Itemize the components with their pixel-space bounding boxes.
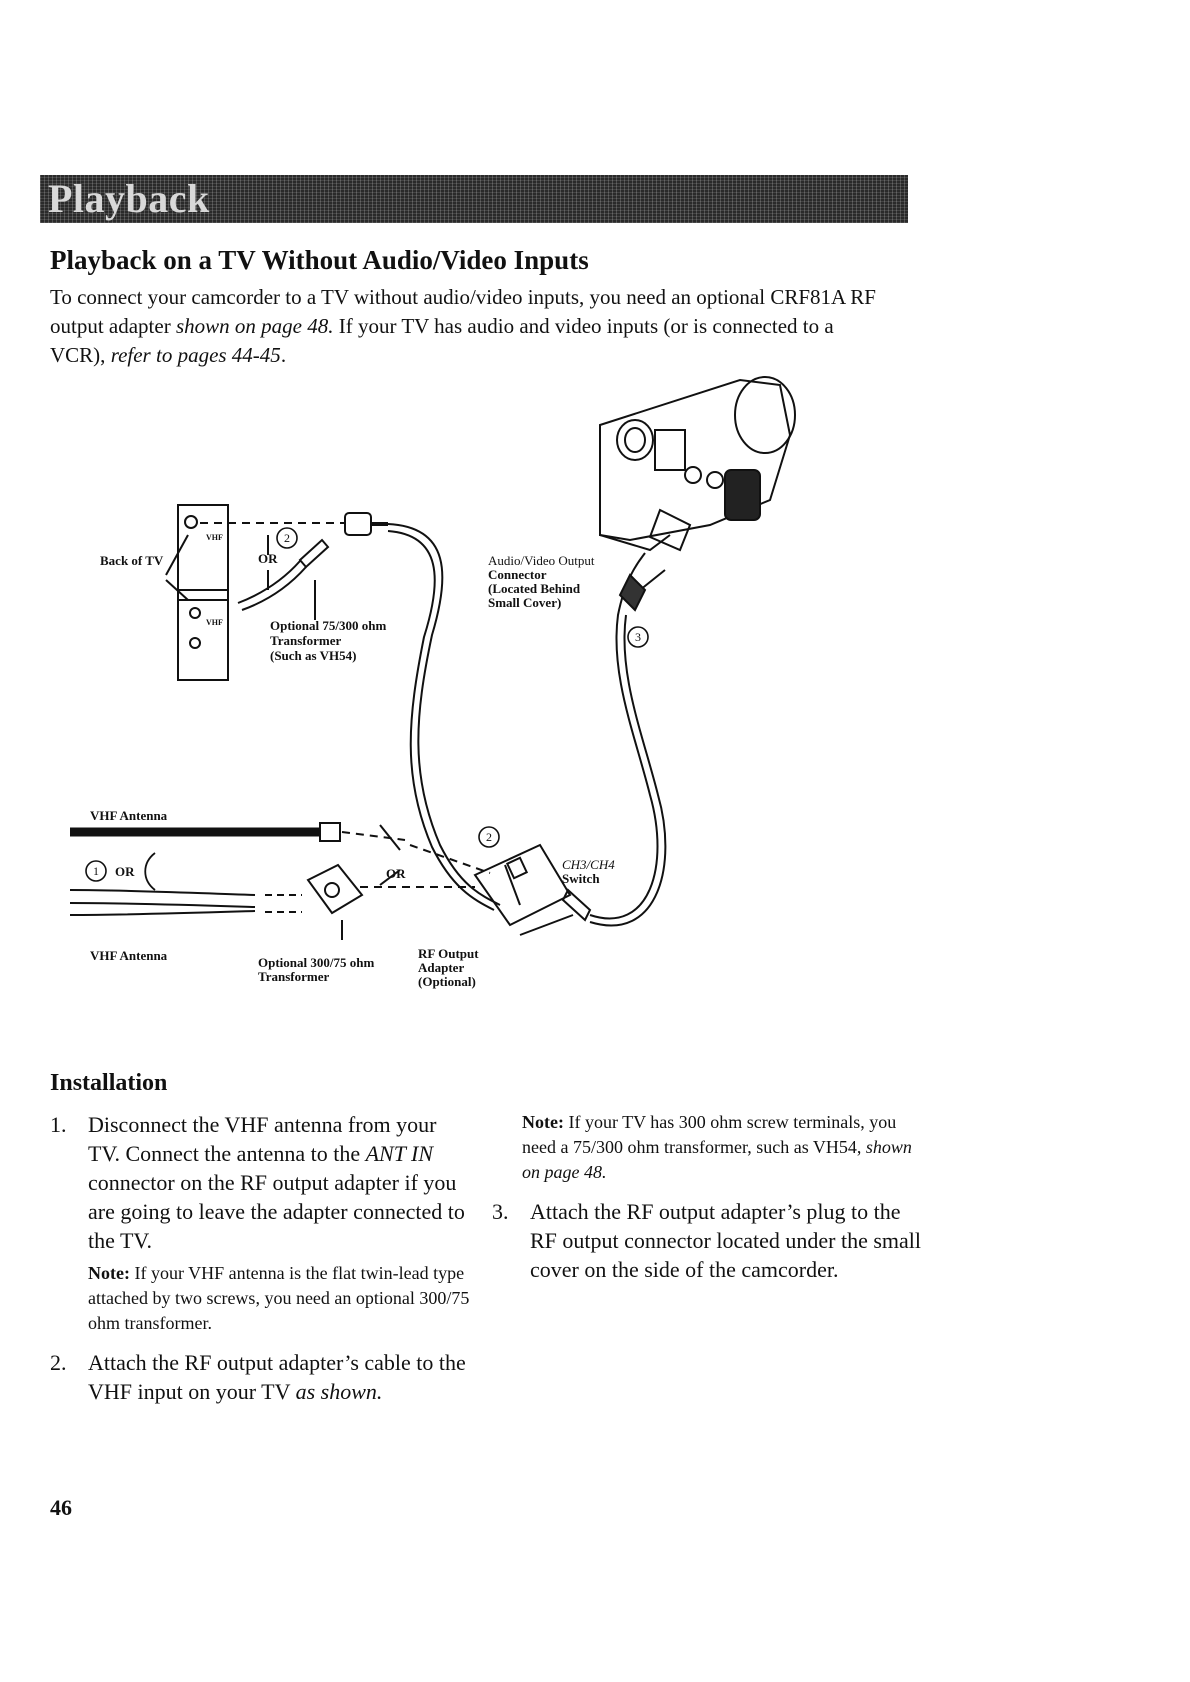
step-3-number: 3. <box>492 1199 509 1224</box>
transformer-top-label-2: Transformer <box>270 633 341 648</box>
installation-heading: Installation <box>50 1070 168 1096</box>
vhf-label-upper: VHF <box>206 533 223 542</box>
switch-label-2: Switch <box>562 871 600 886</box>
step-1-ant-in: ANT IN <box>365 1141 434 1166</box>
connection-diagram: 1 2 2 3 Back of TV VHF VHF OR OR OR Opti… <box>70 376 796 989</box>
vhf-coax-jack-icon <box>184 515 198 529</box>
transformer-300-75-icon <box>306 863 364 915</box>
intro-text-1: To connect your camcorder to a TV withou… <box>50 285 876 338</box>
rf-output-adapter-icon <box>473 843 572 927</box>
step-2-text-a: Attach the RF output adapter’s cable to … <box>88 1350 466 1404</box>
vhf-antenna-label-bottom: VHF Antenna <box>90 948 168 963</box>
intro-text-2: If your TV has audio and video inputs (o… <box>50 314 834 367</box>
vhf-label-lower: VHF <box>206 618 223 627</box>
av-output-label-2: Connector <box>488 567 547 582</box>
step-1-text-b: connector on the RF output adapter if yo… <box>88 1170 465 1253</box>
vhf-screw-terminal-icon <box>189 607 201 619</box>
intro-ref-page-48: shown on page 48. <box>175 314 334 338</box>
or-label-left: OR <box>115 864 135 879</box>
rf-adapter-label-2: Adapter <box>418 960 464 975</box>
av-output-label-4: Small Cover) <box>488 595 561 610</box>
callout-3 <box>627 626 649 648</box>
camcorder-icon <box>599 376 796 612</box>
rf-plug-top-icon <box>344 512 372 536</box>
step-2-number: 2. <box>50 1350 67 1375</box>
note-2: Note: If your TV has 300 ohm screw termi… <box>522 1110 922 1185</box>
intro-text-3: . <box>280 343 287 367</box>
callout-1-label: 1 <box>93 864 99 878</box>
installation-left-column: 1. Disconnect the VHF antenna from your … <box>50 1110 470 1412</box>
step-2-as-shown: as shown. <box>295 1379 383 1404</box>
vhf-antenna-label-top: VHF Antenna <box>90 808 168 823</box>
section-banner: Playback <box>40 175 908 223</box>
av-output-label-3: (Located Behind <box>488 581 581 596</box>
tv-back-panel-lower <box>177 589 229 681</box>
vhf-twin-lead-cable <box>70 889 256 896</box>
callout-3-label: 3 <box>635 630 641 644</box>
transformer-bottom-label-1: Optional 300/75 ohm <box>258 955 374 970</box>
vhf-screw-terminal-icon-2 <box>189 637 201 649</box>
back-of-tv-label: Back of TV <box>100 553 164 568</box>
intro-paragraph: To connect your camcorder to a TV withou… <box>50 283 880 370</box>
note-2-ref: shown on page 48. <box>522 1137 912 1182</box>
step-1-text: Disconnect the VHF antenna from your TV.… <box>88 1110 470 1255</box>
callout-1 <box>85 860 107 882</box>
or-label-bottom: OR <box>386 866 406 881</box>
switch-label-1: CH3/CH4 <box>562 857 615 872</box>
step-1: 1. Disconnect the VHF antenna from your … <box>50 1110 470 1255</box>
banner-title: Playback <box>48 176 210 221</box>
step-1-number: 1. <box>50 1112 67 1137</box>
callout-2-top-label: 2 <box>284 531 290 545</box>
note-1-text: If your VHF antenna is the flat twin-lea… <box>88 1263 470 1333</box>
callout-2-top <box>276 527 298 549</box>
or-label-top: OR <box>258 551 278 566</box>
step-2-text: Attach the RF output adapter’s cable to … <box>88 1348 470 1406</box>
step-3-text: Attach the RF output adapter’s plug to t… <box>530 1199 922 1282</box>
transformer-top-label-1: Optional 75/300 ohm <box>270 618 386 633</box>
transformer-75-300-icon <box>298 538 330 569</box>
step-2: 2. Attach the RF output adapter’s cable … <box>50 1348 470 1406</box>
callout-2-bottom-label: 2 <box>486 830 492 844</box>
rf-adapter-label-3: (Optional) <box>418 974 476 989</box>
installation-right-column: Note: If your TV has 300 ohm screw termi… <box>492 1110 922 1290</box>
note-2-text: If your TV has 300 ohm screw terminals, … <box>522 1112 897 1157</box>
note-1-label: Note: <box>88 1263 130 1283</box>
transformer-bottom-label-2: Transformer <box>258 969 329 984</box>
ch3-ch4-switch-icon <box>505 856 529 880</box>
intro-ref-pages-44-45: refer to pages 44-45 <box>110 343 281 367</box>
rf-adapter-label-1: RF Output <box>418 946 479 961</box>
note-2-label: Note: <box>522 1112 564 1132</box>
page-number: 46 <box>50 1495 72 1520</box>
rf-adapter-cable <box>387 523 501 906</box>
vhf-antenna-plug-icon <box>319 822 341 842</box>
step-3: 3. Attach the RF output adapter’s plug t… <box>492 1197 922 1284</box>
step-1-text-a: Disconnect the VHF antenna from your TV.… <box>88 1112 437 1166</box>
av-output-label-1: Audio/Video Output <box>488 553 595 568</box>
callout-2-bottom <box>478 826 500 848</box>
note-1: Note: If your VHF antenna is the flat tw… <box>88 1261 470 1336</box>
page-heading: Playback on a TV Without Audio/Video Inp… <box>50 245 589 275</box>
transformer-top-label-3: (Such as VH54) <box>270 648 356 663</box>
